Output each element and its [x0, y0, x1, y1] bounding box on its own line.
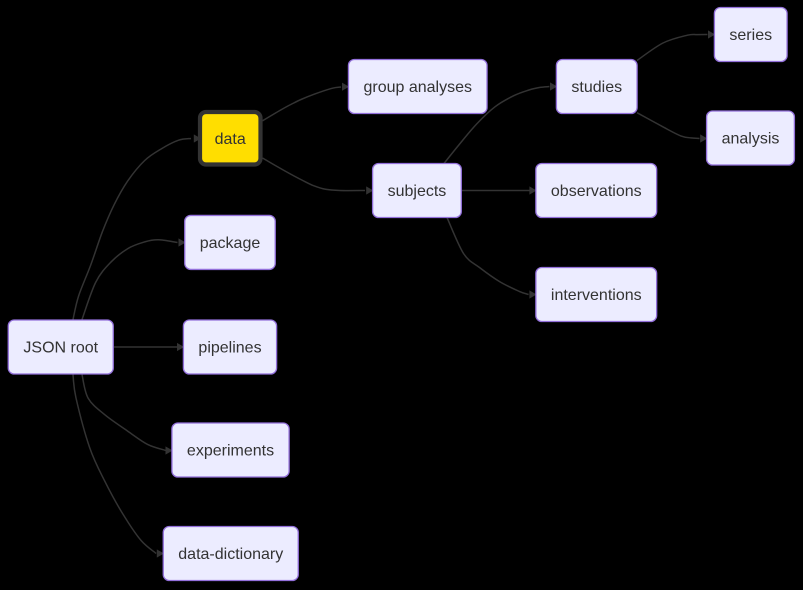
svg-text:subjects: subjects — [388, 183, 447, 200]
svg-text:analysis: analysis — [722, 131, 780, 148]
svg-text:interventions: interventions — [551, 287, 642, 304]
svg-text:JSON root: JSON root — [23, 340, 98, 357]
svg-text:data: data — [215, 131, 246, 148]
svg-text:series: series — [729, 27, 772, 44]
svg-text:group analyses: group analyses — [363, 79, 472, 96]
svg-text:pipelines: pipelines — [198, 340, 261, 357]
svg-text:observations: observations — [551, 183, 642, 200]
svg-text:studies: studies — [571, 79, 622, 96]
svg-text:package: package — [200, 235, 261, 252]
svg-text:experiments: experiments — [187, 443, 274, 460]
svg-text:data-dictionary: data-dictionary — [178, 546, 283, 563]
